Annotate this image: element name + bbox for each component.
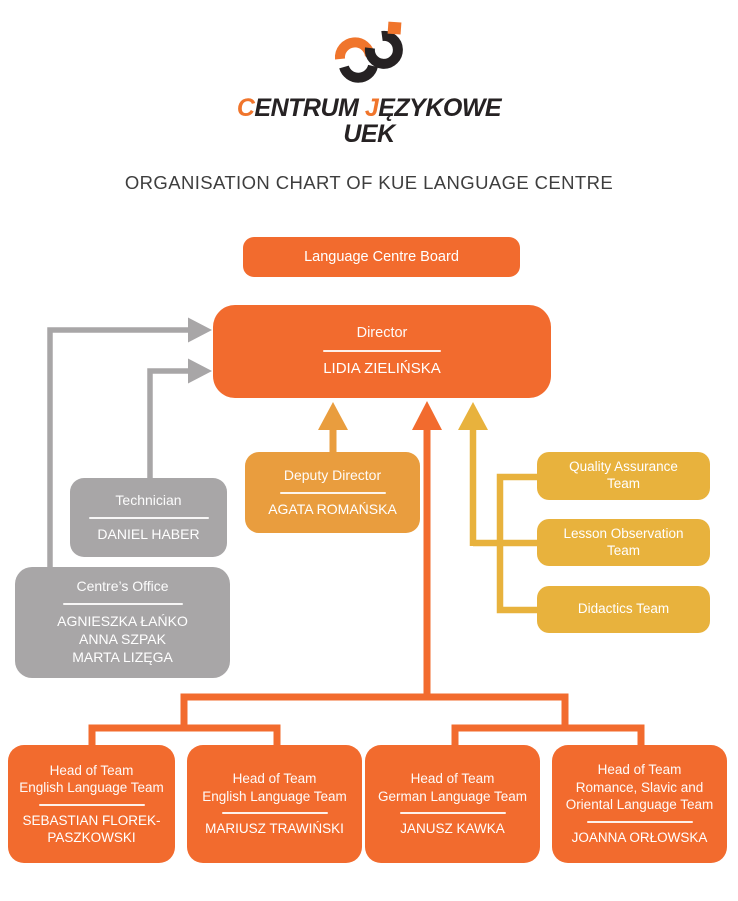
role-label: Head of Team Romance, Slavic and Orienta… bbox=[566, 761, 714, 814]
role-line: Romance, Slavic and bbox=[575, 779, 704, 795]
person-name-list: AGNIESZKA ŁAŃKO ANNA SZPAK MARTA LIZĘGA bbox=[57, 612, 188, 667]
logo-letter-j: J bbox=[364, 94, 379, 122]
node-director: Director LIDIA ZIELIŃSKA bbox=[213, 305, 551, 398]
node-head-english-team-1: Head of Team English Language Team SEBAS… bbox=[8, 745, 175, 863]
role-label: Centre’s Office bbox=[76, 578, 169, 595]
person-name: JANUSZ KAWKA bbox=[400, 821, 505, 837]
logo-letter-c: C bbox=[236, 94, 255, 122]
person-name: ANNA SZPAK bbox=[79, 631, 166, 648]
role-label: Deputy Director bbox=[283, 467, 382, 483]
divider bbox=[38, 803, 145, 806]
node-language-centre-board: Language Centre Board bbox=[243, 237, 520, 277]
logo-text-ezykowe: ĘZYKOWE bbox=[378, 94, 502, 122]
role-label: Director bbox=[356, 325, 408, 342]
person-name: DANIEL HABER bbox=[97, 525, 200, 542]
logo-text-entrum: ENTRUM bbox=[254, 94, 365, 122]
role-line: German Language Team bbox=[377, 788, 528, 804]
role-line: Head of Team bbox=[232, 771, 317, 787]
arrowhead-heads-icon bbox=[412, 401, 442, 430]
role-label: Head of Team English Language Team bbox=[202, 770, 347, 805]
role-line: Head of Team bbox=[597, 762, 682, 778]
node-label: Didactics Team bbox=[577, 601, 670, 617]
arrowhead-technician-icon bbox=[188, 358, 212, 384]
person-name: SEBASTIAN FLOREK-PASZKOWSKI bbox=[22, 812, 161, 845]
role-label: Head of Team English Language Team bbox=[19, 762, 164, 797]
divider bbox=[88, 516, 209, 519]
node-head-german-team: Head of Team German Language Team JANUSZ… bbox=[365, 745, 540, 863]
connector-office-to-director bbox=[47, 327, 190, 570]
person-name: JOANNA ORŁOWSKA bbox=[571, 829, 708, 845]
divider bbox=[221, 812, 328, 815]
role-line: English Language Team bbox=[202, 788, 347, 804]
connector-heads-level1 bbox=[180, 693, 569, 731]
connector-heads-level2-right bbox=[451, 724, 645, 747]
node-label: Language Centre Board bbox=[304, 248, 459, 265]
logo-uek: UEK bbox=[343, 120, 395, 148]
node-label: Lesson Observation Team bbox=[563, 525, 684, 558]
logo-wordmark: CENTRUM JĘZYKOWE bbox=[0, 96, 738, 121]
arrowhead-deputy-icon bbox=[318, 402, 348, 430]
divider bbox=[586, 820, 693, 823]
role-line: Oriental Language Team bbox=[565, 797, 714, 813]
connector-heads-level2-left bbox=[88, 724, 281, 747]
person-name: MARIUSZ TRAWIŃSKI bbox=[205, 821, 344, 837]
node-didactics-team: Didactics Team bbox=[537, 586, 710, 633]
connector-technician-to-director bbox=[147, 368, 190, 480]
logo-mark-icon bbox=[334, 21, 403, 83]
node-technician: Technician DANIEL HABER bbox=[70, 478, 227, 557]
role-line: Head of Team bbox=[410, 771, 495, 787]
arrowhead-office-icon bbox=[188, 317, 212, 343]
divider bbox=[323, 350, 441, 353]
node-deputy-director: Deputy Director AGATA ROMAŃSKA bbox=[245, 452, 420, 533]
role-label: Head of Team German Language Team bbox=[378, 770, 527, 805]
node-label: Quality Assurance Team bbox=[569, 459, 678, 491]
node-quality-assurance-team: Quality Assurance Team bbox=[537, 452, 710, 500]
page-title: ORGANISATION CHART OF KUE LANGUAGE CENTR… bbox=[124, 172, 614, 193]
role-line: English Language Team bbox=[19, 780, 164, 796]
divider bbox=[399, 812, 506, 815]
divider bbox=[279, 491, 386, 494]
node-centres-office: Centre’s Office AGNIESZKA ŁAŃKO ANNA SZP… bbox=[15, 567, 230, 678]
arrowhead-teams-icon bbox=[458, 402, 488, 430]
node-head-romance-slavic-oriental-team: Head of Team Romance, Slavic and Orienta… bbox=[552, 745, 727, 863]
role-line: Head of Team bbox=[49, 762, 134, 778]
node-head-english-team-2: Head of Team English Language Team MARIU… bbox=[187, 745, 362, 863]
divider bbox=[62, 602, 183, 605]
person-name: AGATA ROMAŃSKA bbox=[268, 500, 397, 517]
person-name: MARTA LIZĘGA bbox=[72, 649, 173, 666]
person-name: AGNIESZKA ŁAŃKO bbox=[57, 612, 188, 629]
person-name: LIDIA ZIELIŃSKA bbox=[323, 360, 441, 378]
node-lesson-observation-team: Lesson Observation Team bbox=[537, 519, 710, 566]
connector-teams-trunk bbox=[496, 473, 539, 614]
role-label: Technician bbox=[115, 492, 182, 508]
